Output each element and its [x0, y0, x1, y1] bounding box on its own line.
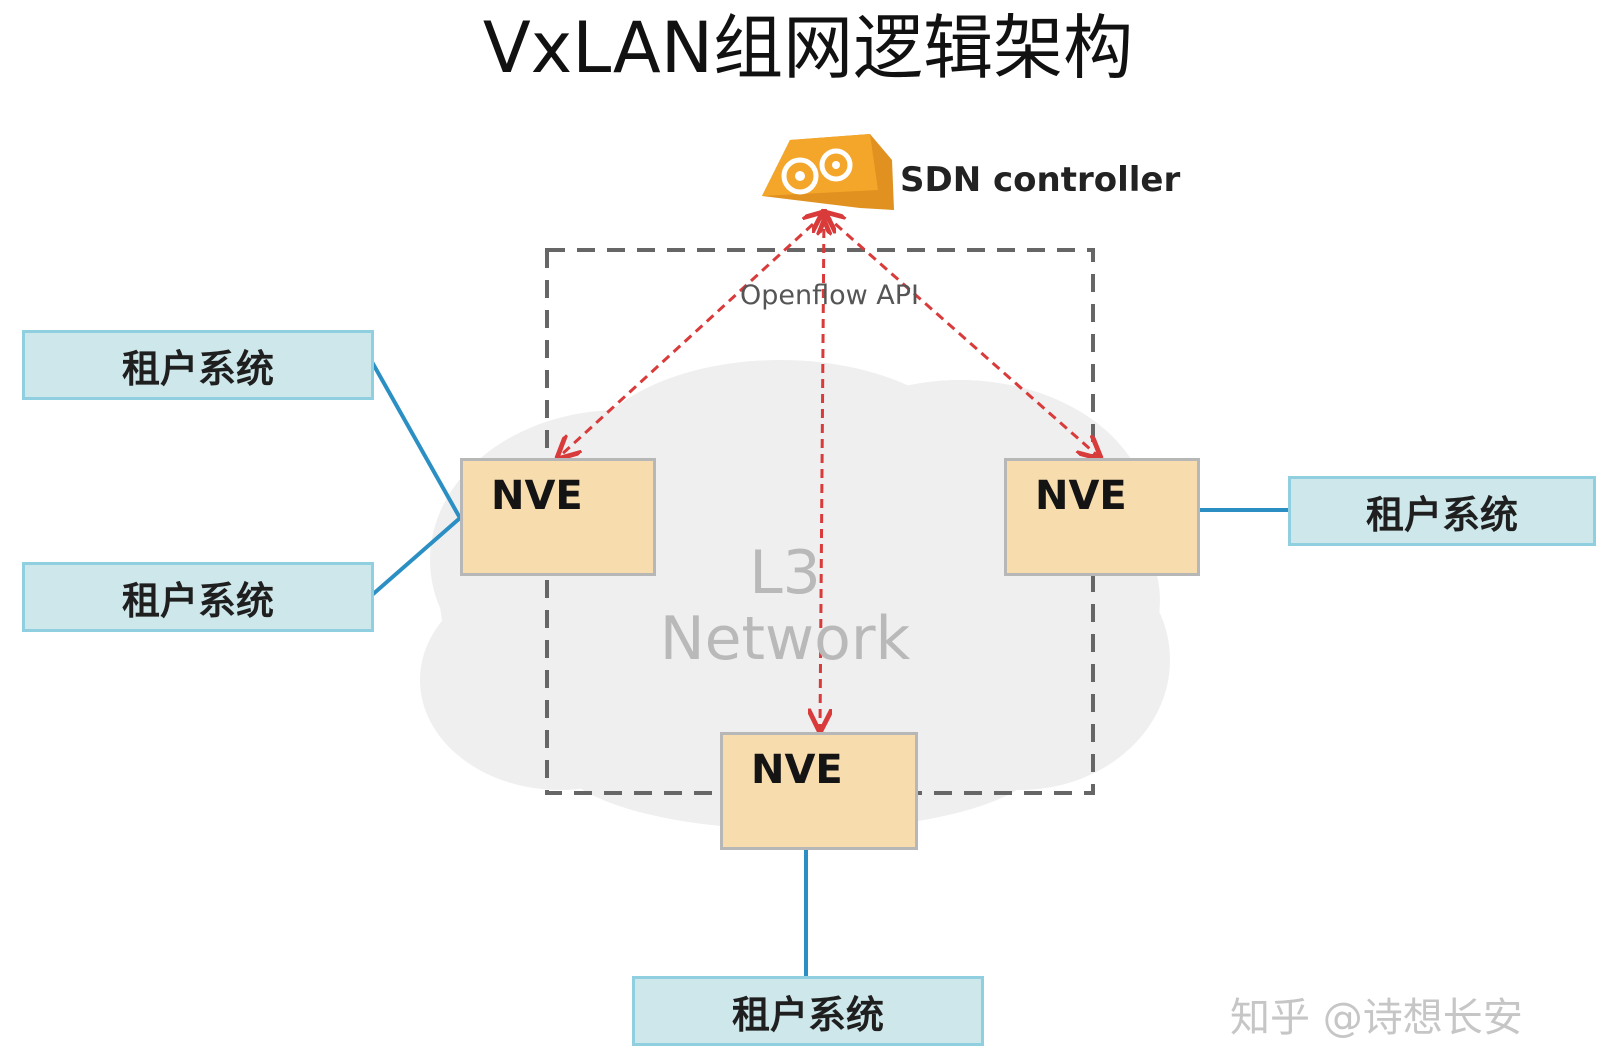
- tenant-links: [370, 361, 1288, 978]
- arrow-controller-nve3: [820, 214, 824, 728]
- tenant-system-4: 租户系统: [632, 976, 984, 1046]
- nve-label: NVE: [491, 473, 583, 519]
- nve-node-3: NVE: [720, 732, 918, 850]
- tenant-system-1: 租户系统: [22, 330, 374, 400]
- nve-node-2: NVE: [1004, 458, 1200, 576]
- network-label: Network: [659, 604, 911, 674]
- arrow-controller-nve2: [824, 214, 1098, 456]
- gear-router-icon: [762, 134, 894, 210]
- openflow-arrows: [560, 214, 1098, 728]
- tenant-system-2: 租户系统: [22, 562, 374, 632]
- nve-label: NVE: [1035, 473, 1127, 519]
- l3-label: L3: [749, 538, 821, 608]
- link-tenant2-nve1: [370, 516, 462, 597]
- nve-label: NVE: [751, 747, 843, 793]
- watermark: 知乎 @诗想长安: [1230, 995, 1523, 1041]
- tenant-system-3: 租户系统: [1288, 476, 1596, 546]
- link-tenant1-nve1: [370, 361, 462, 519]
- l3-network-label: L3 Network: [640, 540, 930, 672]
- page-title: VxLAN组网逻辑架构: [482, 7, 1134, 89]
- openflow-api-label: Openflow API: [740, 280, 920, 311]
- sdn-controller-label: SDN controller: [900, 160, 1181, 200]
- nve-node-1: NVE: [460, 458, 656, 576]
